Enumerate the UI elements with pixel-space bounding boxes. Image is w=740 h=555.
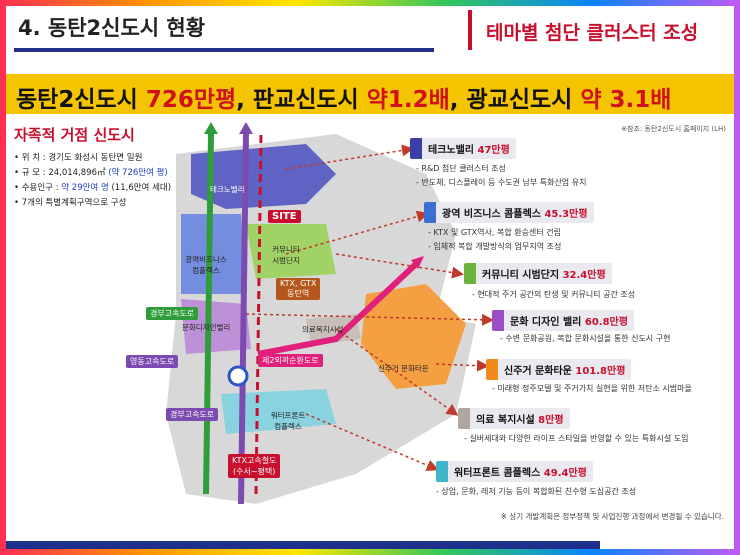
ring-road [257,261,419,357]
zone-label: 의료 복지시설 8만평 [458,408,570,429]
title-underline [14,48,434,52]
label-newhouse: 신주거 문화타운 [378,364,429,373]
label-biz: 광역비즈니스 컴플렉스 [185,255,227,275]
bottom-bar [6,541,734,549]
source-note: ※참조: 동탄2신도시 홈페이지 (LH) [621,125,726,133]
zone-medical [306,314,361,346]
label-ktx-station: KTX, GTX 동탄역 [276,278,321,300]
info-location: • 위 치 : 경기도 화성시 동탄면 일원 [14,153,143,163]
label-ktx-rail: KTX고속철도 (수서~평택) [228,454,281,478]
zone-biz [181,214,246,294]
info-title: 자족적 거점 신도시 [14,126,135,144]
zone-techno [191,144,336,209]
zone-description: - 상업, 문화, 레저 기능 등이 복합화된 친수형 도심공간 조성 [436,487,637,496]
info-scale: • 규 모 : 24,014,896㎡ (약 726만여 평) [14,168,168,178]
slide-frame: 4. 동탄2신도시 현황 테마별 첨단 클러스터 조성 동탄2신도시 726만평… [6,6,734,549]
bottom-bar-gap [600,541,734,549]
label-ring-road: 제2외곽순환도로 [258,354,323,367]
ktx-railway [254,133,263,495]
banner-area: 726만평 [145,87,237,113]
banner-text-2: , 판교신도시 [236,87,367,113]
label-techno: 테크노밸리 [210,185,245,194]
ring-road-arrow [411,256,424,269]
summary-banner: 동탄2신도시 726만평, 판교신도시 약1.2배, 광교신도시 약 3.1배 [6,74,734,114]
zone-label: 워터프론트 콤플렉스 49.4만평 [436,461,593,482]
label-gyeongbu-bottom: 경부고속도로 [166,408,219,421]
label-yeongdong: 영동고속도로 [126,355,179,368]
highway-green-arrow [204,122,218,134]
zone-label: 커뮤니티 시범단지 32.4만평 [464,263,612,284]
zone-description: - 미래형 정주모델 및 주거가치 실현을 위한 저탄소 시범마을 [492,384,692,393]
banner-ratio-pangyo: 약1.2배 [366,87,450,113]
zone-newhouse [361,284,466,389]
page-title: 4. 동탄2신도시 현황 [18,16,206,40]
zone-waterfront [221,389,336,434]
banner-ratio-gwanggyo: 약 3.1배 [580,87,672,113]
zone-description: - 수변 문화공원, 복합 문화시설을 통한 신도시 구현 [500,334,671,343]
banner-text-3: , 광교신도시 [449,87,581,113]
zone-description: - KTX 및 GTX역사, 복합 환승센터 건립 - 입체적 복합 개발방식의… [428,228,562,251]
zone-description: - R&D 첨단 클러스터 조성 - 반도체, 디스플레이 등 수도권 남부 특… [416,164,587,187]
development-map [166,122,494,505]
info-districts: • 7개의 특별계획구역으로 구성 [14,198,127,208]
zone-label: 문화 디자인 밸리 60.8만평 [492,310,634,331]
label-design: 문화디자인밸리 [182,323,231,332]
zone-community [246,224,336,279]
banner-text-1: 동탄2신도시 [16,87,146,113]
theme-heading: 테마별 첨단 클러스터 조성 [468,10,734,50]
label-waterfront: 워터프론트 컴플렉스 [270,411,306,431]
highway-purple-arrow [239,122,253,134]
label-community: 커뮤니티 시범단지 [272,245,300,265]
highway-purple [238,133,249,505]
info-panel: 자족적 거점 신도시 • 위 치 : 경기도 화성시 동탄면 일원 • 규 모 … [14,124,214,211]
junction-marker [227,365,249,387]
zone-label: 신주거 문화타운 101.8만평 [486,359,632,380]
zone-design [181,299,251,354]
footnote: ※ 상기 개발계획은 정부정책 및 사업진행 과정에서 변경될 수 있습니다. [500,512,724,521]
label-medical: 의료복지시설 [302,325,344,334]
label-site: SITE [268,210,301,223]
zone-label: 광역 비즈니스 콤플렉스 45.3만평 [424,202,594,223]
zone-description: - 현대적 주거 공간의 탄생 및 커뮤니티 공간 조성 [472,290,636,299]
highway-green [203,133,214,495]
info-population: • 수용인구 : 약 29만여 명 (11,6만여 세대) [14,183,172,193]
label-gyeongbu-top: 경부고속도로 [146,307,199,320]
zone-label: 테크노밸리 47만평 [410,138,516,159]
zone-description: - 실버세대와 다양한 라이프 스타일을 반영할 수 있는 특화시설 도입 [464,434,689,443]
